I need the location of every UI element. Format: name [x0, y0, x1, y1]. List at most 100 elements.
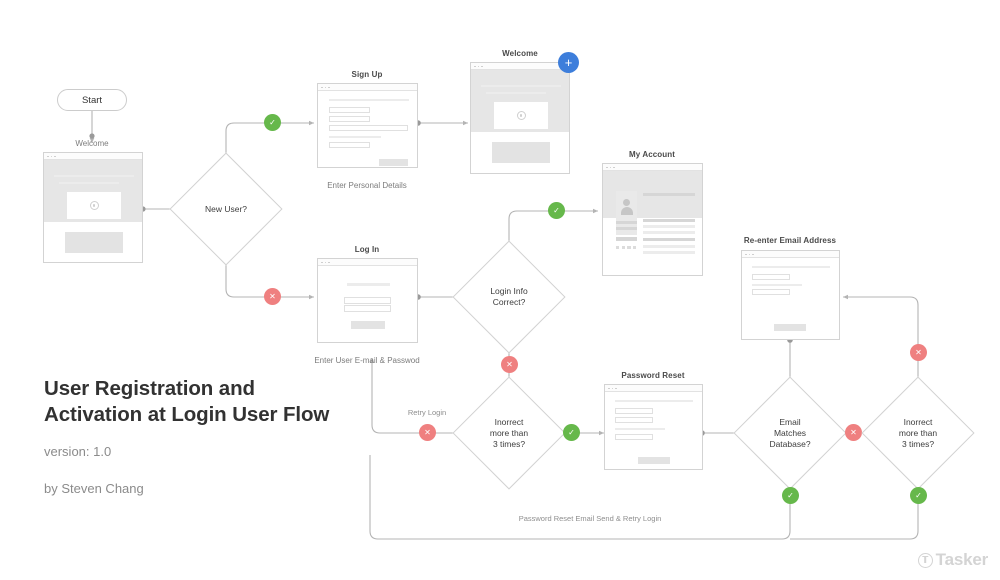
decision-incorrect-attempts-2[interactable]: Inorrect more than 3 times?	[861, 376, 975, 490]
badge-yes-new-user: ✓	[264, 114, 281, 131]
titlebar	[318, 84, 417, 91]
page-title-line1: User Registration and	[44, 377, 255, 400]
account-dots	[616, 246, 637, 250]
add-account-icon[interactable]: +	[558, 52, 579, 73]
decision-label: Login Info Correct?	[490, 286, 528, 307]
decision-new-user[interactable]: New User?	[169, 152, 283, 266]
form-heading-line	[347, 283, 390, 286]
content-block	[65, 232, 123, 253]
decision-login-info[interactable]: Login Info Correct?	[452, 240, 566, 354]
form-input[interactable]	[615, 408, 653, 414]
play-icon	[89, 201, 99, 210]
start-label: Start	[81, 94, 103, 106]
tasker-emblem-icon	[917, 552, 933, 568]
author-label: by Steven Chang	[44, 481, 144, 496]
form-input[interactable]	[329, 116, 370, 122]
badge-yes-incorrect-1: ✓	[563, 424, 580, 441]
screen-title-my-account: My Account	[628, 150, 676, 159]
hero-line	[486, 92, 546, 95]
submit-button[interactable]	[774, 324, 806, 331]
video-placeholder	[67, 192, 121, 219]
form-input[interactable]	[752, 289, 790, 295]
page-title-line2: Activation at Login User Flow	[44, 403, 330, 426]
password-field[interactable]	[344, 304, 391, 312]
decision-incorrect-attempts-1[interactable]: Inorrect more than 3 times?	[452, 376, 566, 490]
start-node[interactable]: Start	[57, 89, 127, 111]
titlebar	[44, 153, 142, 160]
screen-welcome-start[interactable]	[43, 152, 143, 263]
screen-title-sign-up: Sign Up	[351, 70, 383, 79]
decision-label: Email Matches Database?	[769, 416, 811, 449]
submit-button[interactable]	[638, 457, 670, 464]
avatar-card	[616, 191, 637, 235]
avatar-body-icon	[620, 207, 633, 215]
account-line	[643, 231, 695, 234]
form-input[interactable]	[615, 434, 653, 440]
screen-sign-up[interactable]	[317, 83, 418, 168]
title-block: User Registration and Activation at Logi…	[44, 376, 374, 496]
form-label-line	[615, 428, 665, 431]
account-line	[643, 225, 695, 228]
screen-password-reset[interactable]	[604, 384, 703, 470]
form-input[interactable]	[615, 416, 653, 423]
hero-line	[59, 182, 119, 185]
account-line	[643, 251, 695, 254]
badge-no-email-matches: ✕	[845, 424, 862, 441]
form-input[interactable]	[329, 107, 370, 113]
screen-title-log-in: Log In	[354, 245, 380, 254]
video-placeholder	[494, 102, 548, 129]
screen-welcome[interactable]	[470, 62, 570, 174]
screen-caption-sign-up: Enter Personal Details	[327, 181, 407, 190]
screen-my-account[interactable]	[602, 163, 703, 276]
edge-label-password-reset-email: Password Reset Email Send & Retry Login	[518, 514, 662, 523]
form-heading-line	[615, 400, 693, 403]
avatar-head-icon	[623, 199, 630, 206]
screen-title-re-enter-email: Re-enter Email Address	[743, 236, 837, 245]
decision-email-matches[interactable]: Email Matches Database?	[733, 376, 847, 490]
badge-no-new-user: ✕	[264, 288, 281, 305]
decision-label: Inorrect more than 3 times?	[898, 416, 938, 449]
titlebar	[603, 164, 702, 171]
screen-re-enter-email[interactable]	[741, 250, 840, 340]
badge-yes-login-info: ✓	[548, 202, 565, 219]
form-label-line	[752, 284, 802, 287]
titlebar	[605, 385, 702, 392]
badge-yes-incorrect-2: ✓	[910, 487, 927, 504]
screen-log-in[interactable]	[317, 258, 418, 343]
form-input[interactable]	[329, 142, 370, 148]
account-line	[643, 245, 695, 248]
content-block	[492, 142, 550, 163]
form-label-line	[329, 136, 381, 139]
tasker-logo: Tasker	[917, 550, 988, 570]
login-button[interactable]	[351, 321, 385, 329]
edge-label-retry-login: Retry Login	[407, 408, 447, 417]
account-line	[643, 193, 695, 197]
form-input[interactable]	[329, 125, 408, 131]
hero-line	[481, 85, 561, 88]
titlebar	[742, 251, 839, 258]
screen-caption-log-in: Enter User E-mail & Passwod	[314, 356, 420, 365]
titlebar	[318, 259, 417, 266]
badge-no-incorrect-2: ✕	[910, 344, 927, 361]
badge-yes-email-matches: ✓	[782, 487, 799, 504]
email-field[interactable]	[344, 297, 391, 304]
version-label: version: 1.0	[44, 444, 112, 459]
form-heading-line	[329, 99, 409, 102]
screen-title-welcome: Welcome	[502, 49, 538, 58]
badge-no-login-info: ✕	[501, 356, 518, 373]
account-line	[616, 227, 637, 230]
decision-label: New User?	[204, 203, 248, 214]
badge-no-incorrect-1: ✕	[419, 424, 436, 441]
form-heading-line	[752, 266, 830, 269]
page-title: User Registration and Activation at Logi…	[44, 376, 374, 428]
account-line	[643, 219, 695, 222]
titlebar	[471, 63, 569, 70]
account-line	[616, 221, 637, 224]
email-field[interactable]	[752, 274, 790, 280]
account-line	[643, 238, 695, 241]
play-icon	[516, 111, 526, 120]
account-line	[616, 237, 637, 241]
decision-label: Inorrect more than 3 times?	[489, 416, 529, 449]
hero-line	[54, 175, 134, 178]
submit-button[interactable]	[379, 159, 408, 166]
